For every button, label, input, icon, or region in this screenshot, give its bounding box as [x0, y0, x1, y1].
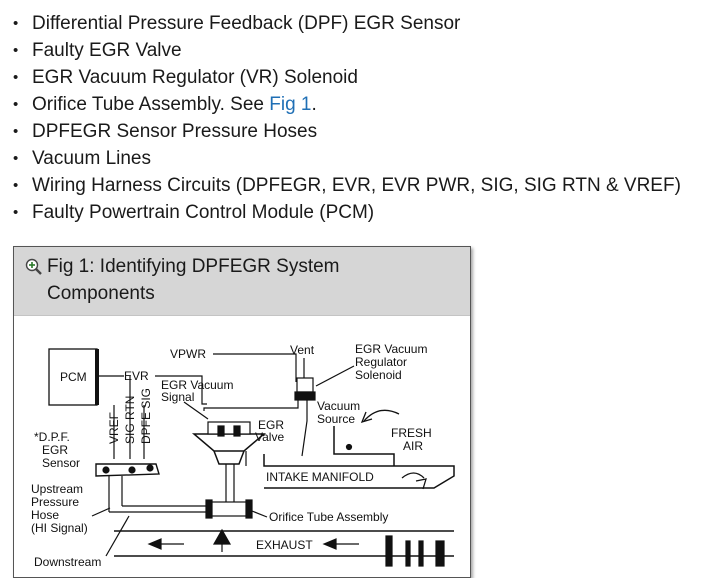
list-item-text: Differential Pressure Feedback (DPF) EGR…	[32, 13, 461, 34]
egr-vr-label-2: Regulator	[355, 355, 407, 369]
egr-valve	[191, 433, 267, 452]
list-item-text: Faulty EGR Valve	[32, 40, 182, 61]
dpf-sensor-label-1: *D.P.F.	[34, 430, 70, 444]
list-item-text: Vacuum Lines	[32, 148, 151, 169]
fresh-air-label-1: FRESH	[391, 426, 432, 440]
bullet: •	[13, 15, 19, 32]
list-item-text: Wiring Harness Circuits (DPFEGR, EVR, EV…	[32, 175, 681, 196]
list-item: • Vacuum Lines	[0, 145, 681, 172]
vacuum-source-label-2: Source	[317, 412, 355, 426]
vacuum-source-label-1: Vacuum	[317, 399, 360, 413]
bullet: •	[13, 123, 19, 140]
bullet: •	[13, 69, 19, 86]
bullet: •	[13, 177, 19, 194]
list-item: • Differential Pressure Feedback (DPF) EG…	[0, 10, 681, 37]
list-item: • Faulty EGR Valve	[0, 37, 681, 64]
egr-valve-label-1: EGR	[258, 418, 284, 432]
bullet: •	[13, 42, 19, 59]
dpfe-sig-label: DPFE SIG	[139, 388, 153, 444]
orifice-tube	[208, 501, 250, 517]
egr-vr-solenoid	[296, 377, 314, 393]
egr-vac-signal-label-2: Signal	[161, 390, 194, 404]
intake-manifold	[263, 454, 455, 489]
figure-header: Fig 1: Identifying DPFEGR System Compone…	[14, 247, 470, 316]
vpwr-label: VPWR	[170, 347, 206, 361]
upstream-label-4: (HI Signal)	[31, 521, 88, 535]
zoom-in-icon[interactable]	[25, 258, 43, 276]
egr-vr-label-3: Solenoid	[355, 368, 402, 382]
upstream-label-1: Upstream	[31, 482, 83, 496]
list-item-suffix: .	[311, 94, 317, 115]
bullet: •	[13, 204, 19, 221]
list-item-text: DPFEGR Sensor Pressure Hoses	[32, 121, 318, 142]
upstream-label-3: Hose	[31, 508, 59, 522]
list-item-text: Orifice Tube Assembly. See	[32, 94, 270, 115]
fig-1-link[interactable]: Fig 1	[269, 94, 312, 115]
bullet: •	[13, 150, 19, 167]
upstream-label-2: Pressure	[31, 495, 79, 509]
list-item: • DPFEGR Sensor Pressure Hoses	[0, 118, 681, 145]
egr-vr-label-1: EGR Vacuum	[355, 342, 427, 356]
dpf-egr-sensor	[95, 463, 160, 477]
list-item-text: EGR Vacuum Regulator (VR) Solenoid	[32, 67, 358, 88]
exhaust-label: EXHAUST	[256, 538, 313, 552]
bullet: •	[13, 96, 19, 113]
pcm-label: PCM	[60, 370, 87, 384]
downstream-label: Downstream	[34, 555, 101, 569]
vent-label: Vent	[290, 343, 315, 357]
egr-system-diagram: PCM EVR VPWR Vent EGR Vacuum Regulator S…	[31, 342, 455, 569]
list-item: • Faulty Powertrain Control Module (PCM)	[0, 199, 681, 226]
dpf-sensor-label-3: Sensor	[42, 456, 80, 470]
list-item: • Orifice Tube Assembly. See Fig 1.	[0, 91, 681, 118]
egr-valve-label-2: Valve	[255, 430, 284, 444]
fresh-air-label-2: AIR	[403, 439, 423, 453]
cause-list: • Differential Pressure Feedback (DPF) EG…	[0, 10, 681, 226]
figure-title: Fig 1: Identifying DPFEGR System Compone…	[47, 256, 340, 304]
orifice-label: Orifice Tube Assembly	[269, 510, 388, 524]
intake-manifold-label: INTAKE MANIFOLD	[266, 470, 374, 484]
list-item: • Wiring Harness Circuits (DPFEGR, EVR, E…	[0, 172, 681, 199]
egr-vac-signal-label-1: EGR Vacuum	[161, 378, 233, 392]
dpf-sensor-label-2: EGR	[42, 443, 68, 457]
list-item-text: Faulty Powertrain Control Module (PCM)	[32, 202, 375, 223]
figure-box: Fig 1: Identifying DPFEGR System Compone…	[13, 246, 471, 578]
evr-label: EVR	[124, 369, 149, 383]
list-item: • EGR Vacuum Regulator (VR) Solenoid	[0, 64, 681, 91]
